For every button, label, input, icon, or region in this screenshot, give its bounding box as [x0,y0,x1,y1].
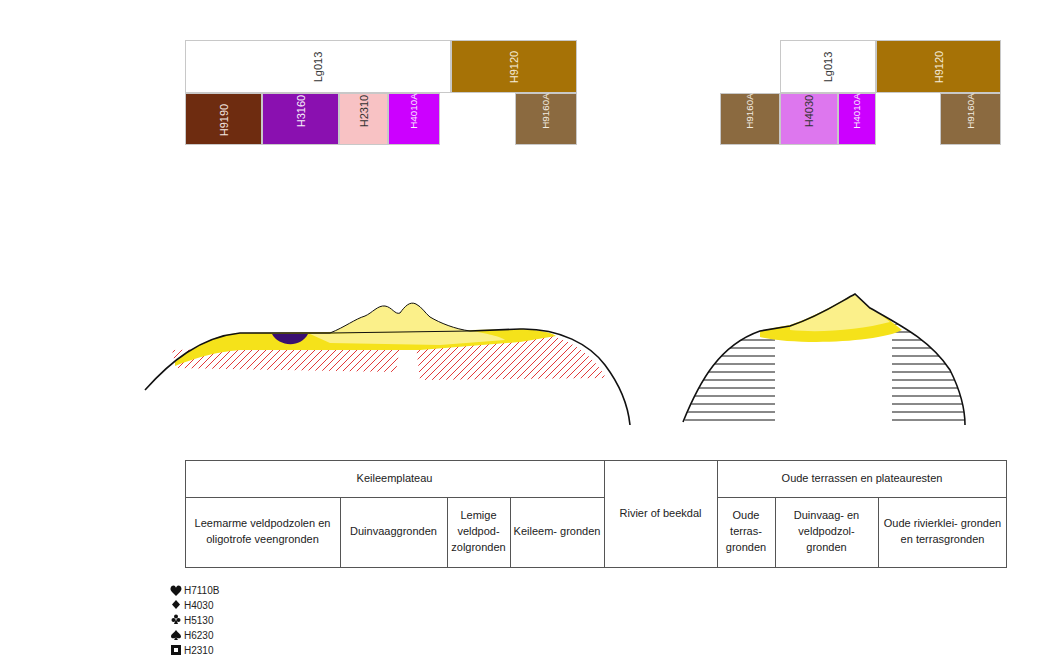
terrain-outline [683,294,965,425]
table-cell: Oude rivierklei- gronden en terrasgronde… [878,497,1007,567]
soil-type-label: Duinvaag- en veldpodzol- gronden [778,508,875,556]
legend-entry: H5130 [184,615,213,627]
soil-type-label: Lemige veldpod- zolgronden [450,508,507,556]
habitat-code: H9190 [218,104,229,136]
soil-type-label: Oude rivierklei- gronden en terrasgronde… [881,516,1004,548]
spade-symbol [171,630,181,640]
habitat-box: H3160 [262,93,339,145]
dune [790,293,890,331]
plateau-cross-section [145,303,630,425]
table-cell: Oude terras- gronden [717,497,775,567]
habitat-box: H4010A [388,93,440,145]
soil-type-label: Keileemplateau [357,471,433,487]
soil-table-grid [185,460,1007,568]
habitat-code: H9160A [745,93,755,129]
table-cell: Duinvaaggronden [340,497,447,567]
habitat-box: H4010A [838,93,876,145]
sand-layer [760,292,902,342]
fen-pool [272,334,308,344]
habitat-box: H9160A [940,93,1001,145]
habitat-code: H4030 [804,95,815,127]
diamond-symbol [172,600,180,609]
habitat-box: H9160A [720,93,780,145]
soil-type-label: Oude terras- gronden [720,508,772,556]
legend-entry: H2310 [184,645,213,657]
club-symbol [172,615,181,625]
habitat-code: H4010A [852,93,862,129]
habitat-code: H9120 [509,51,520,83]
habitat-box: Lg013 [780,40,876,93]
habitat-code: H9160A [966,93,976,129]
legend-entry: H6230 [184,630,213,642]
habitat-code: H9160A [541,93,551,129]
habitat-box: H9190 [185,93,262,145]
table-cell: Keileem- gronden [510,497,604,567]
habitat-box: H9160A [515,93,577,145]
table-cell: Oude terrassen en plateauresten [717,460,1007,497]
habitat-box: Lg013 [185,40,451,93]
soil-type-label: Keileem- gronden [514,524,601,540]
habitat-code: Lg013 [823,52,834,83]
soil-type-label: Duinvaaggronden [350,524,437,540]
table-cell: Lemige veldpod- zolgronden [447,497,510,567]
habitat-code: H9120 [933,51,944,83]
table-cell: Leemarme veldpodzolen en oligotrofe veen… [185,497,340,567]
soil-type-label: Leemarme veldpodzolen en oligotrofe veen… [188,516,337,548]
table-cell: Duinvaag- en veldpodzol- gronden [775,497,878,567]
table-cell: Rivier of beekdal [604,460,717,567]
soil-type-label: Rivier of beekdal [620,506,702,522]
dune [330,303,470,333]
habitat-box: H4030 [780,93,838,145]
habitat-code: H4010A [409,93,419,129]
legend-entry: H7110B [184,585,219,597]
square-symbol [171,645,181,655]
habitat-box: H9120 [451,40,577,93]
terrace-lines [892,324,972,431]
soil-type-label: Oude terrassen en plateauresten [782,471,943,487]
habitat-box: H2310 [339,93,388,145]
habitat-box: H9120 [876,40,1001,93]
heart-symbol [170,586,181,597]
legend-symbols [170,586,181,656]
terrain-outline [145,329,630,425]
habitat-code: H3160 [295,95,306,127]
table-cell: Keileemplateau [185,460,604,497]
habitat-code: H2310 [358,95,369,127]
habitat-code: Lg013 [313,52,324,83]
legend-entry: H4030 [184,600,213,612]
terrace-cross-section [680,292,972,431]
